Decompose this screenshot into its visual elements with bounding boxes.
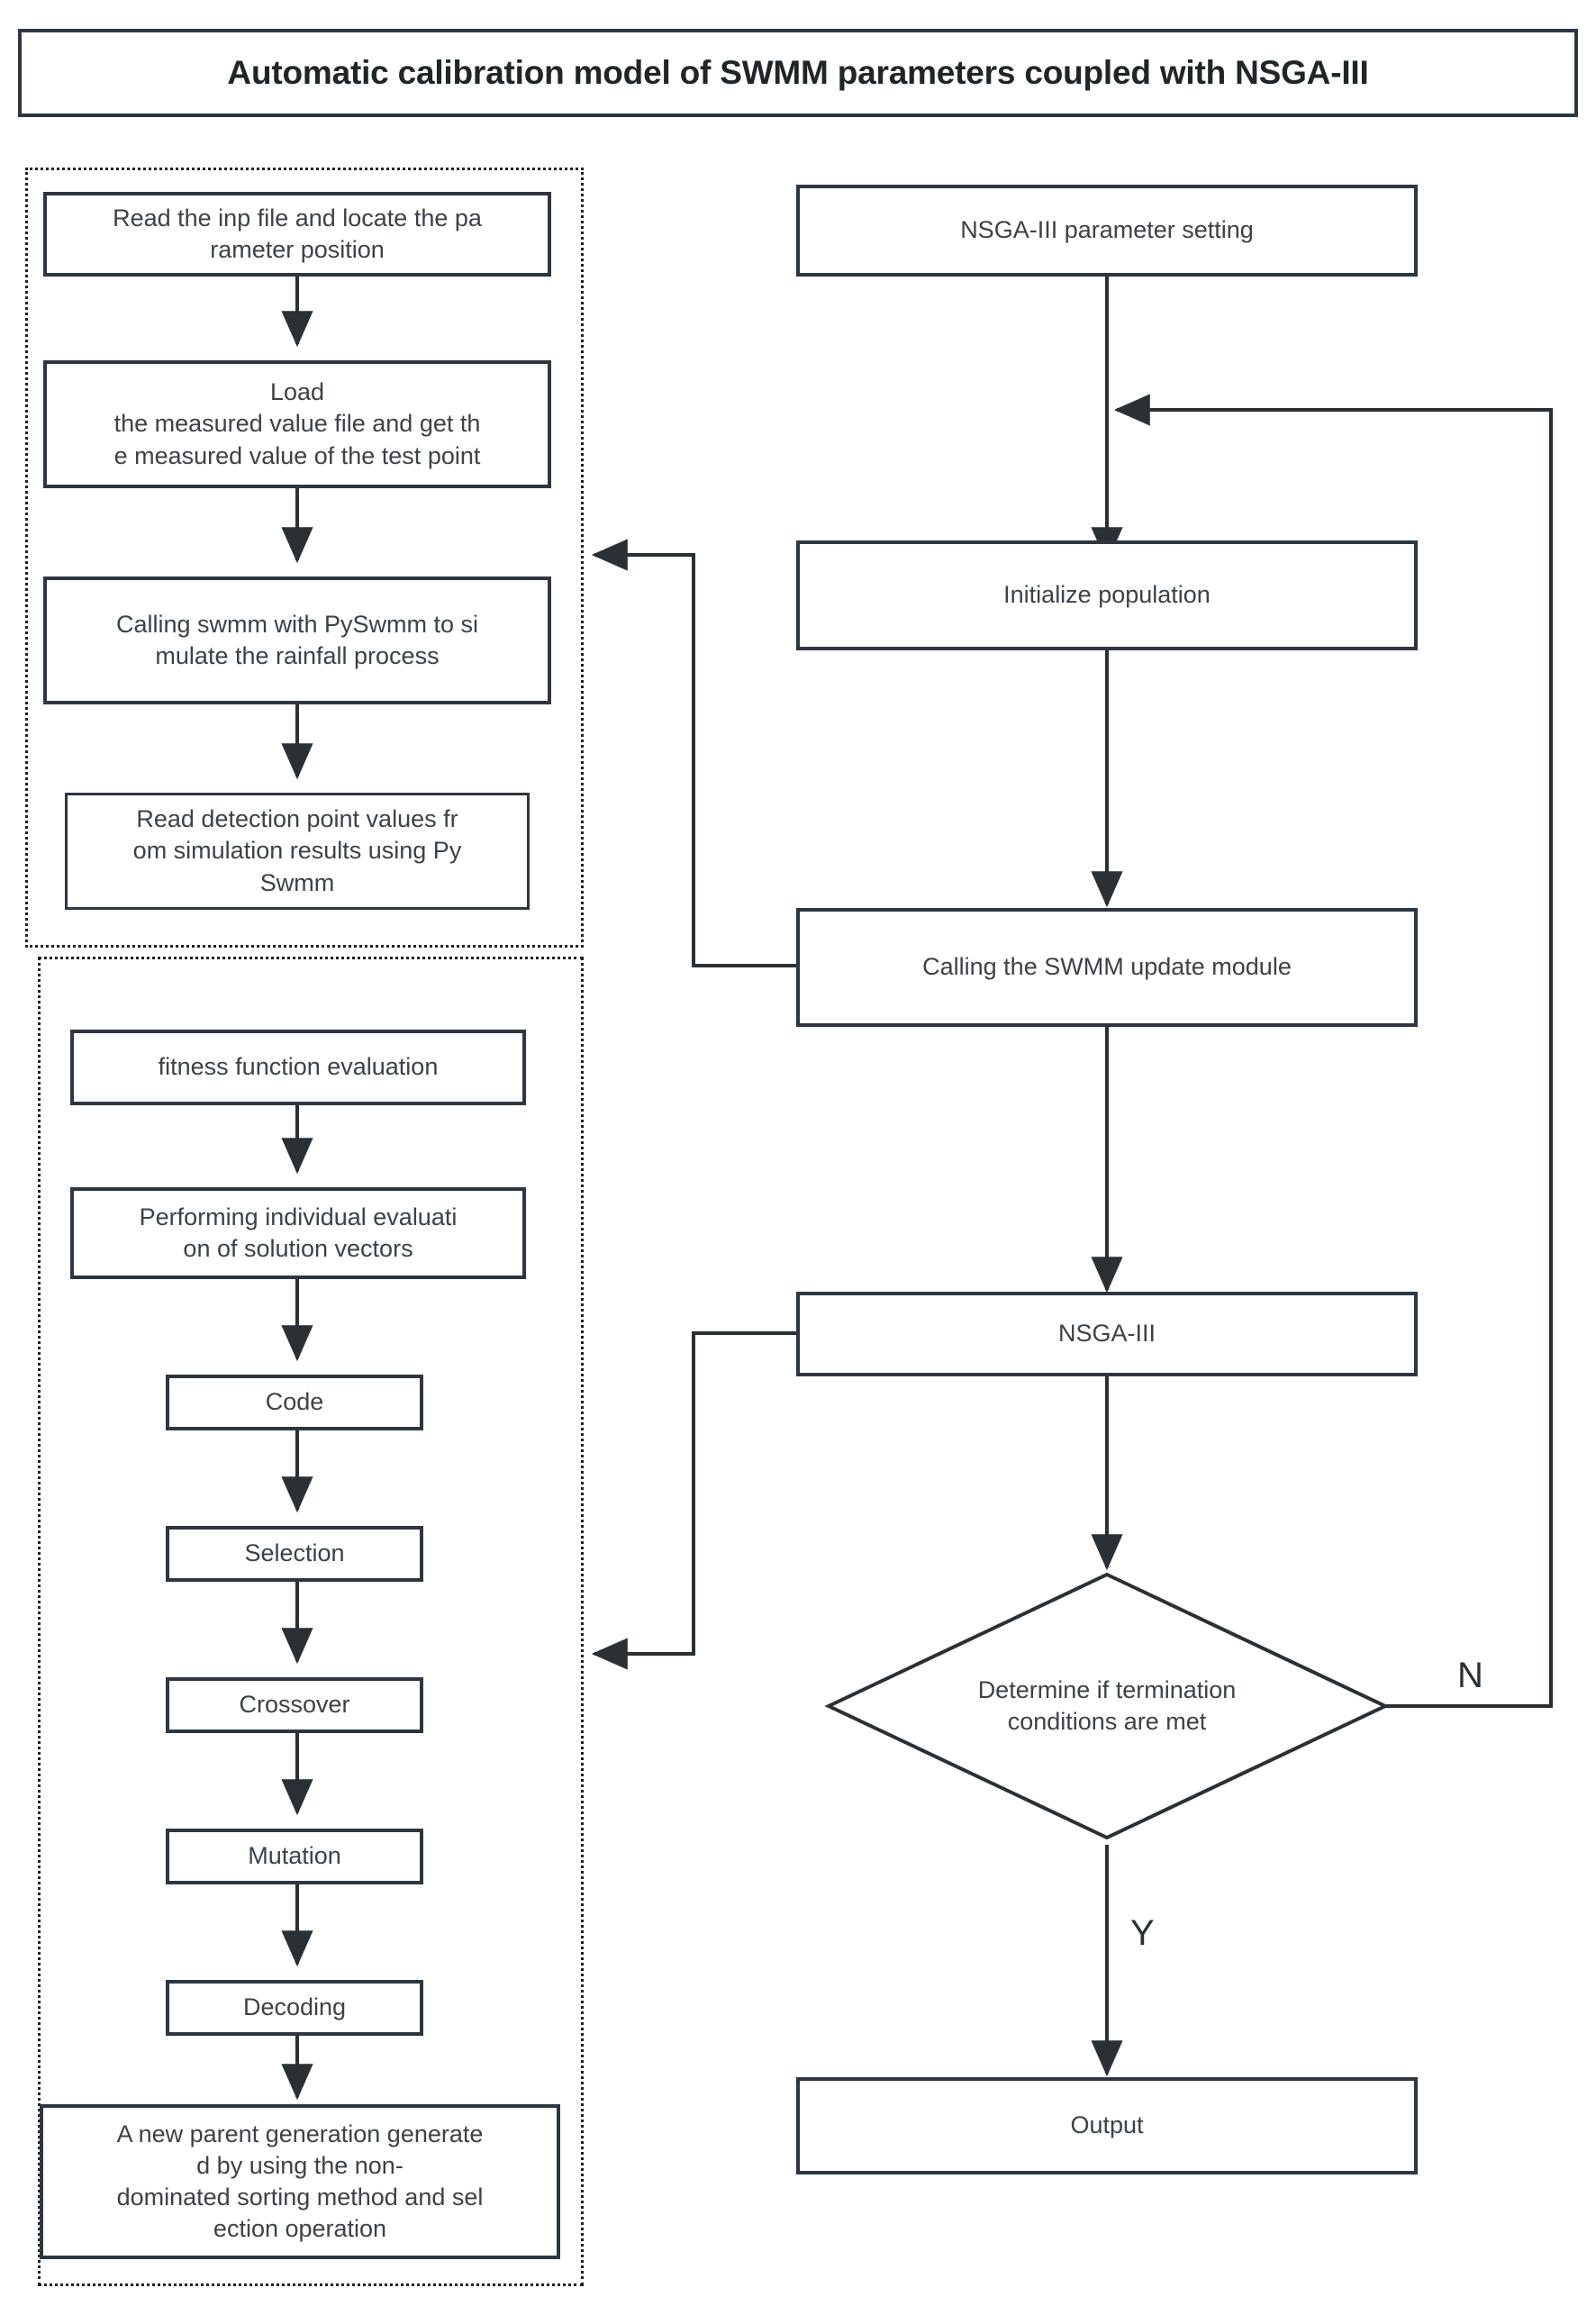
node-fitness-function[interactable]: fitness function evaluation: [70, 1030, 526, 1105]
node-swmm-update-module[interactable]: Calling the SWMM update module: [796, 908, 1418, 1027]
branch-label-no: N: [1457, 1656, 1483, 1695]
diagram-title-box: Automatic calibration model of SWMM para…: [18, 29, 1578, 117]
node-nsga3[interactable]: NSGA-III: [796, 1292, 1418, 1376]
node-nsga3-parameter-setting[interactable]: NSGA-III parameter setting: [796, 185, 1418, 277]
connector-termination-no-feedback: [1113, 394, 1553, 1708]
node-load-measured[interactable]: Load the measured value file and get th …: [43, 360, 551, 488]
node-new-parent-generation[interactable]: A new parent generation generate d by us…: [40, 2104, 560, 2259]
genetic-algorithm-group: [38, 957, 584, 2286]
termination-decision-diamond: [824, 1572, 1390, 1840]
node-mutation[interactable]: Mutation: [166, 1829, 423, 1884]
page-title: Automatic calibration model of SWMM para…: [227, 54, 1369, 91]
branch-label-yes: Y: [1130, 1913, 1155, 1953]
node-output[interactable]: Output: [796, 2077, 1418, 2174]
connector-nsga3-to-ga-group: [591, 1331, 796, 1670]
node-read-detection-points[interactable]: Read detection point values fr om simula…: [65, 793, 530, 910]
node-crossover[interactable]: Crossover: [166, 1677, 423, 1733]
connector-swmmupdate-to-preprocessing: [591, 539, 796, 967]
swmm-preprocessing-group: [25, 168, 584, 948]
node-call-swmm[interactable]: Calling swmm with PySwmm to si mulate th…: [43, 576, 551, 704]
node-code[interactable]: Code: [166, 1375, 423, 1430]
node-selection[interactable]: Selection: [166, 1526, 423, 1582]
node-individual-evaluation[interactable]: Performing individual evaluati on of sol…: [70, 1187, 526, 1279]
node-initialize-population[interactable]: Initialize population: [796, 540, 1418, 650]
node-read-inp[interactable]: Read the inp file and locate the pa rame…: [43, 192, 551, 277]
node-decoding[interactable]: Decoding: [166, 1980, 423, 2036]
